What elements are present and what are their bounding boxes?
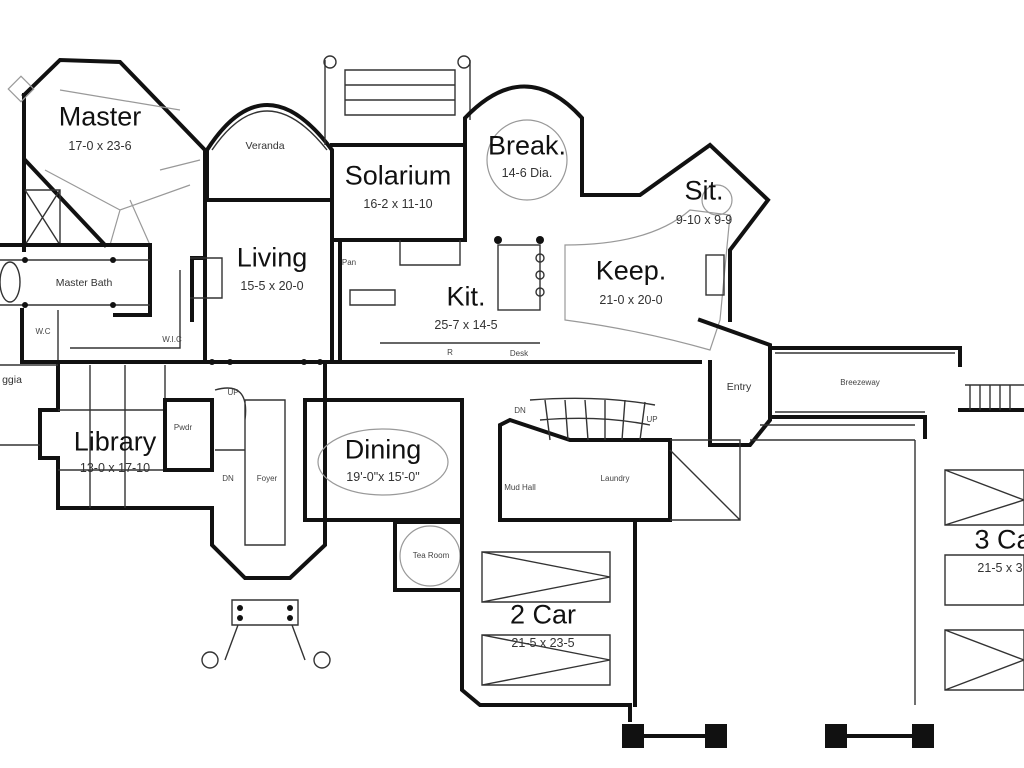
refrigerator-label: R xyxy=(447,348,453,357)
solarium-walls xyxy=(323,55,471,242)
room-library-name: Library xyxy=(73,426,157,457)
veranda-walls xyxy=(203,103,334,202)
room-laundry-name: Laundry xyxy=(600,474,630,483)
garage-walls xyxy=(460,440,1024,748)
room-dining-name: Dining xyxy=(344,434,422,465)
room-dining-size: 19'-0"x 15'-0" xyxy=(346,469,420,484)
room-solarium-name: Solarium xyxy=(344,160,452,191)
room-library-size: 13-0 x 17-10 xyxy=(79,460,151,475)
room-breakfast-name: Break. xyxy=(487,130,567,161)
desk-label: Desk xyxy=(509,349,529,358)
library-walls xyxy=(0,360,214,510)
room-garage-3car-size: 21-5 x 3 xyxy=(977,560,1023,575)
room-breezeway-name: Breezeway xyxy=(840,378,880,387)
room-mud-hall-name: Mud Hall xyxy=(504,483,536,492)
room-garage-3car-name: 3 Ca xyxy=(974,524,1024,555)
room-keeping-name: Keep. xyxy=(595,255,667,286)
room-entry-name: Entry xyxy=(726,380,752,393)
room-master-bath-name: Master Bath xyxy=(55,276,113,289)
room-kitchen-name: Kit. xyxy=(446,281,486,312)
room-sitting-size: 9-10 x 9-9 xyxy=(675,212,733,227)
room-pantry-name: Pan xyxy=(341,258,357,267)
room-wic-name: W.I.C xyxy=(162,335,182,344)
room-keeping-size: 21-0 x 20-0 xyxy=(599,292,663,307)
stair-dn-rear: DN xyxy=(514,406,526,415)
stair-dn-foyer: DN xyxy=(222,474,234,483)
room-kitchen-size: 25-7 x 14-5 xyxy=(434,317,498,332)
room-tea-room-name: Tea Room xyxy=(412,551,450,560)
stair-up-foyer: UP xyxy=(227,388,239,397)
utility-walls xyxy=(498,397,741,522)
stair-up-rear: UP xyxy=(646,415,658,424)
room-master-name: Master xyxy=(58,101,142,132)
room-living-size: 15-5 x 20-0 xyxy=(240,278,304,293)
master-bath-walls xyxy=(0,243,207,364)
foyer-walls xyxy=(201,360,331,669)
living-walls xyxy=(190,198,702,365)
room-loggia-name: ggia xyxy=(2,373,22,386)
breezeway-walls xyxy=(750,346,1024,441)
room-powder-name: Pwdr xyxy=(173,423,193,432)
room-garage-2car-name: 2 Car xyxy=(509,599,577,630)
room-breakfast-size: 14-6 Dia. xyxy=(501,165,553,180)
room-veranda-name: Veranda xyxy=(245,139,285,152)
master-suite-walls xyxy=(7,57,207,252)
room-foyer-name: Foyer xyxy=(256,474,278,483)
room-master-size: 17-0 x 23-6 xyxy=(68,138,132,153)
room-garage-2car-size: 21-5 x 23-5 xyxy=(511,635,575,650)
room-sitting-name: Sit. xyxy=(684,175,724,206)
room-living-name: Living xyxy=(236,242,308,273)
room-solarium-size: 16-2 x 11-10 xyxy=(363,196,433,211)
room-wc-name: W.C xyxy=(35,327,51,336)
kitchen-keeping-walls xyxy=(330,84,772,447)
